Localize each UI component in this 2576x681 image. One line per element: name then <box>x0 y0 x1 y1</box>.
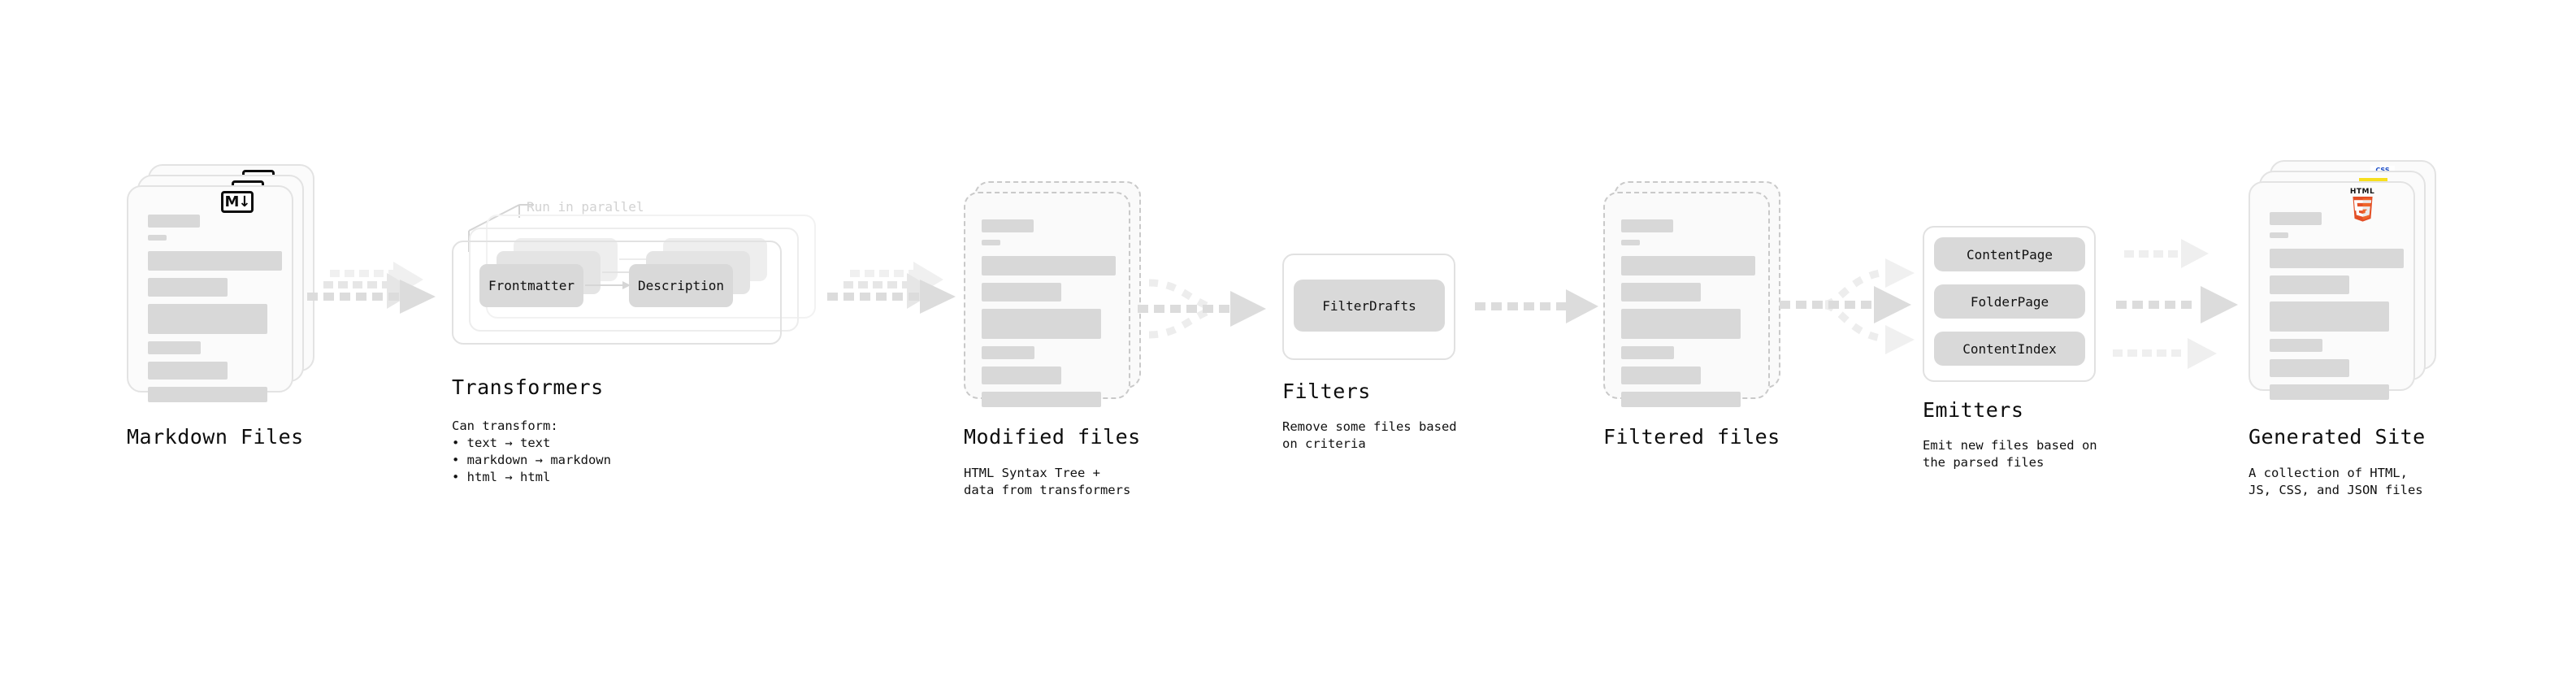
connector-transformers-to-modified <box>827 262 956 314</box>
transformer-container-front <box>452 241 782 345</box>
emitters-subtitle: Emit new files based on the parsed files <box>1923 438 2097 470</box>
generated-site-subtitle: A collection of HTML, JS, CSS, and JSON … <box>2249 466 2423 497</box>
run-in-parallel-bracket <box>468 204 534 252</box>
placeholder-line <box>982 346 1034 359</box>
placeholder-line <box>2270 384 2389 400</box>
placeholder-line <box>1621 346 1674 359</box>
transformer-arrow-front <box>585 281 631 289</box>
modified-files-subtitle: HTML Syntax Tree + data from transformer… <box>964 466 1131 497</box>
placeholder-line <box>1621 392 1741 407</box>
placeholder-line <box>2270 359 2349 377</box>
placeholder-line <box>2270 232 2288 238</box>
placeholder-line <box>2270 275 2349 294</box>
connector-modified-to-filters <box>1138 279 1266 339</box>
modified-files-title: Modified files <box>964 425 1141 449</box>
placeholder-line <box>982 283 1061 301</box>
transformers-subtitle: Can transform: • text → text • markdown … <box>452 419 611 484</box>
placeholder-line <box>2270 339 2322 352</box>
html5-wordmark: HTML <box>2349 188 2375 196</box>
modified-placeholder-lines <box>982 219 1116 414</box>
emitter-node-folderpage[interactable]: FolderPage <box>1934 284 2085 319</box>
placeholder-line <box>1621 219 1673 232</box>
generated-site-stack: CSS HTML <box>2249 160 2439 400</box>
placeholder-line <box>148 341 201 354</box>
filters-subtitle: Remove some files based on criteria <box>1282 419 1457 451</box>
placeholder-line <box>2270 301 2389 332</box>
emitter-node-contentpage[interactable]: ContentPage <box>1934 237 2085 271</box>
placeholder-line <box>982 240 1000 245</box>
placeholder-line <box>148 278 228 297</box>
markdown-placeholder-lines <box>148 215 282 410</box>
run-in-parallel-label: Run in parallel <box>527 199 644 215</box>
connector-filtered-to-emitters <box>1780 258 1915 354</box>
placeholder-line <box>982 256 1116 275</box>
placeholder-line <box>1621 309 1741 339</box>
transformers-stack: Frontmatter Description Frontmatter Desc… <box>452 215 834 345</box>
html5-shield-icon <box>2352 197 2373 222</box>
filters-title: Filters <box>1282 380 1371 403</box>
placeholder-line <box>1621 367 1701 384</box>
placeholder-line <box>148 215 200 228</box>
placeholder-line <box>2270 249 2404 268</box>
placeholder-line <box>1621 240 1640 245</box>
generated-site-title: Generated Site <box>2249 425 2426 449</box>
connector-filters-to-filtered <box>1475 289 1598 323</box>
filter-node-filterdrafts[interactable]: FilterDrafts <box>1294 280 1445 332</box>
placeholder-line <box>148 235 167 241</box>
css-badge-label: CSS <box>2375 167 2389 174</box>
transformer-node-description[interactable]: Description <box>629 264 733 307</box>
emitters-title: Emitters <box>1923 398 2024 422</box>
placeholder-line <box>2270 212 2322 225</box>
filtered-placeholder-lines <box>1621 219 1755 414</box>
placeholder-line <box>148 387 267 402</box>
html5-badge: HTML <box>2346 189 2379 222</box>
emitter-node-contentindex[interactable]: ContentIndex <box>1934 332 2085 366</box>
markdown-files-stack: M↓ <box>127 164 315 402</box>
placeholder-line <box>982 367 1061 384</box>
placeholder-line <box>148 251 282 271</box>
connector-markdown-to-transformers <box>307 262 436 314</box>
filtered-files-title: Filtered files <box>1603 425 1780 449</box>
placeholder-line <box>1621 283 1701 301</box>
markdown-files-title: Markdown Files <box>127 425 304 449</box>
transformers-title: Transformers <box>452 375 604 399</box>
filtered-files-stack <box>1603 171 1790 407</box>
modified-files-stack <box>964 171 1151 407</box>
transformer-node-frontmatter[interactable]: Frontmatter <box>479 264 583 307</box>
placeholder-line <box>982 392 1101 407</box>
placeholder-line <box>982 309 1101 339</box>
connector-emitters-to-site <box>2113 239 2238 369</box>
placeholder-line <box>1621 256 1755 275</box>
site-placeholder-lines <box>2270 212 2404 407</box>
placeholder-line <box>148 362 228 380</box>
markdown-badge-front: M↓ <box>221 191 254 213</box>
transformer-container-mid <box>469 228 799 332</box>
placeholder-line <box>982 219 1034 232</box>
placeholder-line <box>148 304 267 334</box>
